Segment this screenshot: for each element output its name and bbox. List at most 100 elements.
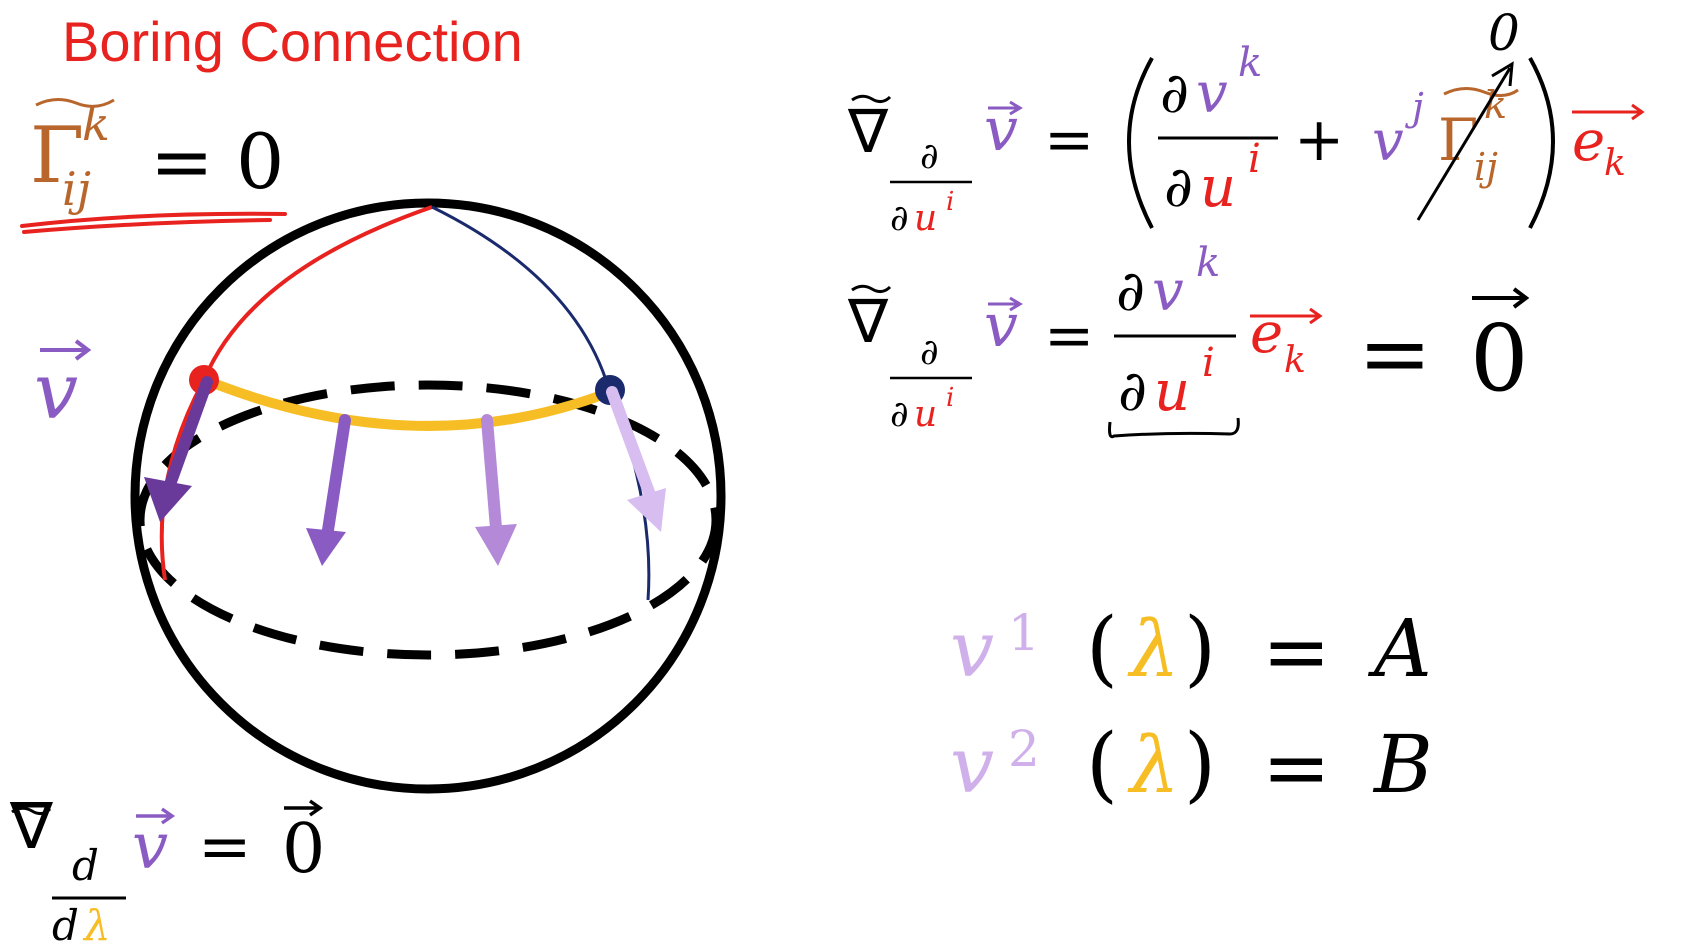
eq2-nabla-tilde <box>851 284 892 294</box>
christoffel-equals: = <box>150 117 214 206</box>
covariant-derivative-along-curve: ∇ d d λ v = 0 <box>9 790 325 948</box>
vector-v-label: v <box>34 339 92 437</box>
eq2-sub-i: i <box>946 383 954 413</box>
eq1-e: e <box>1572 109 1605 174</box>
christoffel-gamma: Γ <box>30 111 84 201</box>
eq2-v-arrow-icon <box>988 296 1023 312</box>
covariant-derivative-boring-equation: ∇ ∂ ∂ u i v = ∂ v k ∂ u i e k = 0 <box>847 240 1530 439</box>
eq2-equals: = <box>1044 301 1094 371</box>
eq1-plus: + <box>1294 105 1344 175</box>
comp1-A: A <box>1367 602 1432 695</box>
comp2-superscript: 2 <box>1008 720 1040 778</box>
transported-vector-arrow-2 <box>306 414 351 566</box>
eq2-e: e <box>1250 301 1283 366</box>
eq1-right-paren <box>1528 57 1555 229</box>
eq1-sub-partial-den: ∂ <box>890 198 909 239</box>
eq2-frac-num-partial: ∂ <box>1116 259 1145 324</box>
comp2-v: v <box>950 721 994 811</box>
parallel-path-yellow <box>203 376 615 431</box>
eq1-frac-num-k: k <box>1238 40 1262 86</box>
nabla-symbol: ∇ <box>9 790 53 864</box>
eq2-frac-num-v: v <box>1152 259 1184 324</box>
eq2-e-arrow-icon <box>1250 307 1323 325</box>
christoffel-subscript-ij: ij <box>62 162 91 216</box>
comp2-equals: = <box>1262 721 1331 816</box>
comp1-lambda: λ <box>1127 605 1179 695</box>
christoffel-tilde <box>35 98 115 108</box>
comp1-superscript: 1 <box>1008 604 1040 662</box>
eq1-nabla-tilde <box>851 94 892 104</box>
eq1-gamma: Γ <box>1438 106 1478 174</box>
transported-vector-arrow-4 <box>606 386 666 532</box>
eq2-frac-num-k: k <box>1196 240 1220 286</box>
eq1-frac-num-v: v <box>1196 61 1228 126</box>
eq1-e-k: k <box>1604 143 1626 184</box>
comp2-lparen: ( <box>1086 717 1118 812</box>
comp2-B: B <box>1372 718 1433 811</box>
eq1-vj-j: j <box>1405 85 1424 129</box>
derivative-lambda: λ <box>82 901 111 948</box>
eq2-frac-den-i: i <box>1202 340 1215 386</box>
covariant-derivative-full-equation: ∇ ∂ ∂ u i v = ∂ v k ∂ u i + v j Γ k ij 0 <box>847 4 1645 239</box>
sphere-outline <box>130 198 726 794</box>
eq1-v-arrow-icon <box>988 100 1023 116</box>
comp1-lparen: ( <box>1086 601 1118 696</box>
eq2-sub-partial: ∂ <box>920 332 939 373</box>
eq2-frac-den-u: u <box>1154 359 1190 424</box>
christoffel-superscript-k: k <box>82 97 110 151</box>
derivative-d-numerator: d <box>72 841 99 890</box>
eq1-gamma-tilde <box>1443 87 1519 97</box>
eq1-gamma-k: k <box>1484 83 1507 127</box>
vector-v-arrow-icon <box>40 339 92 361</box>
christoffel-underline-scribble <box>20 211 287 234</box>
sphere-diagram <box>130 198 726 794</box>
v-vector-arrow-icon <box>136 807 176 825</box>
eq1-frac-den-u: u <box>1200 155 1236 220</box>
eq2-nabla: ∇ <box>847 287 889 357</box>
eq2-e-k: k <box>1284 340 1306 381</box>
nabla-tilde <box>11 806 52 816</box>
zero-vector-digit: 0 <box>282 810 325 889</box>
eq1-left-paren <box>1127 57 1154 229</box>
eq1-vj-v: v <box>1372 109 1404 174</box>
eq1-v: v <box>984 95 1018 165</box>
comp1-rparen: ) <box>1184 601 1216 696</box>
eq1-handwritten-zero: 0 <box>1488 4 1520 62</box>
eq1-strike-arrow-icon <box>1416 61 1514 221</box>
eq1-equals: = <box>1044 105 1094 175</box>
eq2-zero-vector-digit: 0 <box>1470 305 1529 412</box>
comp2-rparen: ) <box>1184 717 1216 812</box>
latitude-circle-dashed <box>135 380 721 660</box>
christoffel-zero: 0 <box>236 117 284 206</box>
eq1-sub-i: i <box>946 187 954 217</box>
component-equation-1: v 1 ( λ ) = A <box>950 601 1432 700</box>
transported-vector-arrow-3 <box>475 414 517 566</box>
eq2-underbrace <box>1108 417 1240 439</box>
eq2-sub-partial-den: ∂ <box>890 394 909 435</box>
eq2-sub-u: u <box>914 394 937 435</box>
comp1-v: v <box>950 605 994 695</box>
eq1-e-arrow-icon <box>1572 103 1645 121</box>
eq2-v: v <box>984 291 1018 361</box>
eq1-sub-u: u <box>914 198 937 239</box>
eq2-zero-vector-arrow-icon <box>1472 287 1530 309</box>
eq1-frac-den-partial: ∂ <box>1164 155 1193 220</box>
eq1-nabla: ∇ <box>847 97 889 167</box>
eq2-frac-den-partial: ∂ <box>1118 359 1147 424</box>
slide-title: Boring Connection <box>62 10 523 73</box>
vector-v-letter: v <box>34 347 78 437</box>
eq1-sub-partial: ∂ <box>920 136 939 177</box>
derivative-d-denominator: d <box>52 901 79 948</box>
transported-vector-arrow-1 <box>144 376 213 522</box>
comp1-equals: = <box>1262 605 1331 700</box>
zero-vector-arrow-icon <box>284 799 324 817</box>
eq2-equals-big: = <box>1358 302 1432 405</box>
comp2-lambda: λ <box>1127 721 1179 811</box>
eq1-frac-num-partial: ∂ <box>1160 61 1189 126</box>
eq1-frac-den-i: i <box>1248 136 1261 182</box>
component-equation-2: v 2 ( λ ) = B <box>950 717 1433 816</box>
christoffel-zero-equation: Γ k ij = 0 <box>20 97 287 234</box>
eq1-gamma-ij: ij <box>1474 145 1498 189</box>
equals-sign: = <box>198 810 252 884</box>
